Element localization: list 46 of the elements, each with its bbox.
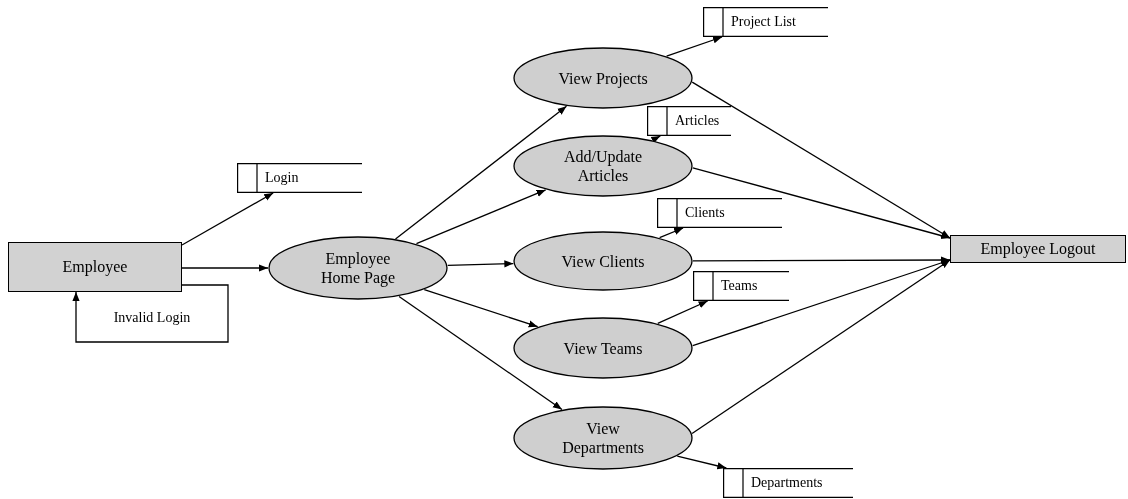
arrow [692,256,951,264]
process-ellipse [513,135,693,197]
arrow [665,36,723,57]
data-store [657,198,782,228]
store-label: Project List [730,13,796,31]
arrow [423,289,539,328]
arrow [181,264,269,272]
entity-label: Employee [62,257,128,277]
arrow [398,295,563,411]
data-store [703,7,828,37]
process-ellipse [513,317,693,379]
process-ellipse [513,231,693,291]
store-label: Login [264,169,299,187]
arrow [394,105,568,240]
arrow [650,135,661,144]
process-label: Employee Home Page [319,249,397,287]
store-label: Departments [750,474,823,492]
process-label: View Departments [561,419,645,457]
process-label: View Clients [561,251,645,271]
process-label: View Teams [563,338,643,358]
arrow [692,167,951,240]
store-label: Teams [720,277,758,295]
data-store [723,468,853,498]
entity-label: Employee Logout [980,239,1096,259]
arrow [691,81,951,239]
arrow [181,192,274,246]
arrow [691,259,951,435]
store-label: Articles [674,112,720,130]
process-ellipse [268,236,448,300]
store-label: Clients [684,204,725,222]
arrow [72,284,229,343]
data-store [693,271,789,301]
arrow [415,189,547,245]
arrow [676,455,727,470]
entity-box [8,242,182,292]
data-store [647,106,731,136]
process-ellipse [513,47,693,109]
process-label: Add/Update Articles [562,147,644,185]
process-ellipse [513,406,693,470]
entity-box [950,235,1126,263]
arrow [658,227,684,239]
data-store [237,163,362,193]
process-label: View Projects [558,68,648,88]
arrow [657,300,709,325]
arrow [447,260,514,268]
arrow [692,259,951,347]
